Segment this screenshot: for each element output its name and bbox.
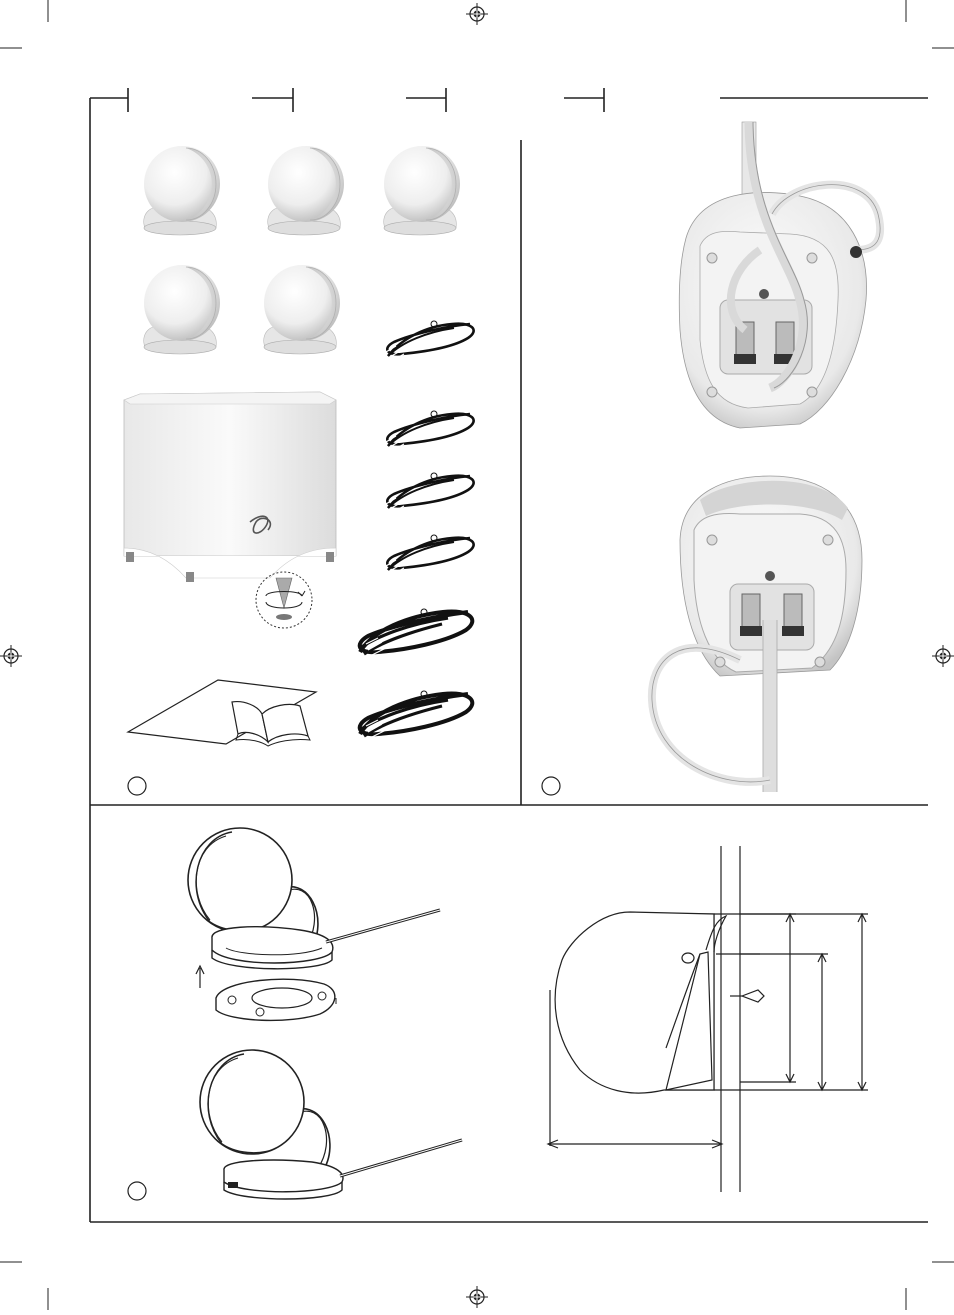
user-manual	[128, 680, 316, 746]
wall-mount-diagram	[548, 846, 868, 1192]
satellite-speaker	[264, 265, 340, 354]
satellite-speaker	[384, 146, 460, 235]
subwoofer	[124, 392, 336, 582]
speaker-back-terminals	[679, 122, 880, 428]
mounting-panel	[128, 828, 868, 1200]
rca-cable	[386, 321, 474, 362]
panel-marker	[128, 1182, 146, 1200]
speaker-cable	[386, 473, 474, 514]
contents-panel	[124, 146, 474, 795]
panel-marker	[128, 777, 146, 795]
base-plate	[216, 979, 336, 1020]
speaker-stand-lineart	[188, 828, 440, 969]
panel-marker	[542, 777, 560, 795]
rotate-arrows-icon	[256, 572, 312, 628]
satellite-speaker	[268, 146, 344, 235]
speaker-stand-assembled	[200, 1050, 462, 1199]
speaker-cable-long	[360, 609, 473, 656]
speaker-cable-long	[360, 691, 473, 738]
wiring-panel	[542, 122, 880, 795]
satellite-speaker	[144, 146, 220, 235]
speaker-cable	[386, 411, 474, 452]
satellite-speaker	[144, 265, 220, 354]
speaker-back-wired	[652, 476, 862, 792]
up-arrow-icon	[196, 966, 204, 988]
speaker-cable	[386, 535, 474, 576]
